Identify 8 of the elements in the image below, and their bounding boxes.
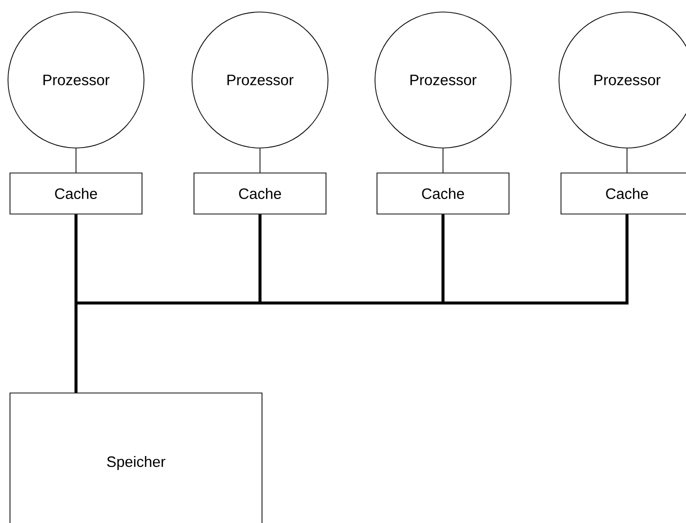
- cache-box: Cache: [560, 172, 686, 214]
- connector-line: [442, 148, 444, 173]
- connector-line: [626, 148, 628, 173]
- cache-box: Cache: [10, 172, 142, 214]
- cache-box: Cache: [376, 172, 510, 214]
- bus-line: [74, 214, 628, 393]
- memory-box: Speicher: [10, 392, 262, 523]
- cache-box: Cache: [194, 172, 326, 214]
